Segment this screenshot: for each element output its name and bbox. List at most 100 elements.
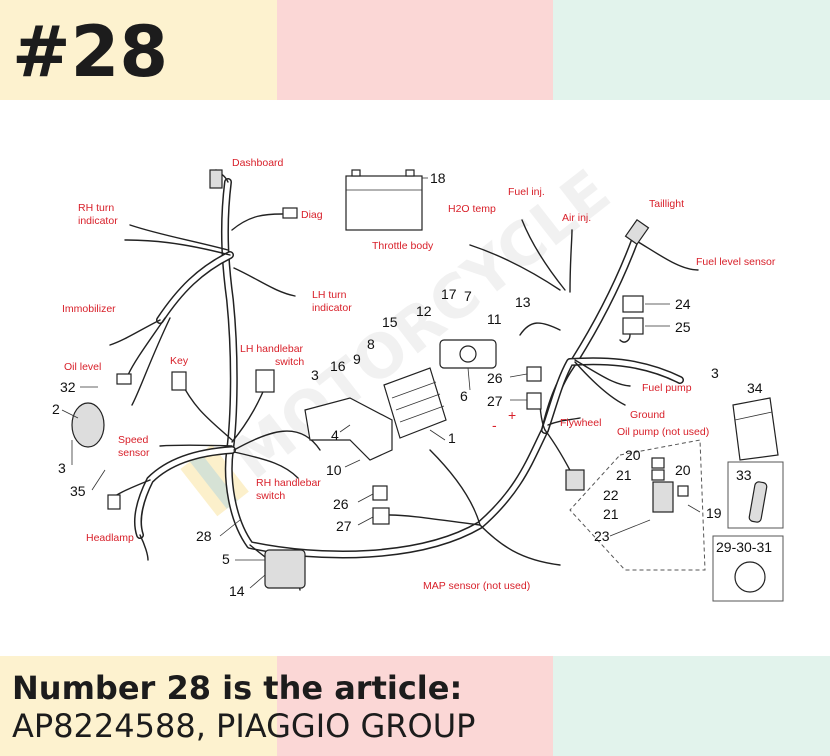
ref-21a: 21 — [616, 467, 632, 483]
ref-7: 7 — [464, 288, 472, 304]
ref-15: 15 — [382, 314, 398, 330]
oil-level-connector — [116, 373, 132, 385]
band-yellow-bottom — [0, 656, 277, 756]
label-air-inj: Air inj. — [562, 212, 591, 224]
ref-4: 4 — [331, 427, 339, 443]
diag-connector — [282, 207, 298, 219]
ref-14: 14 — [229, 583, 245, 599]
caption-article-code: AP8224588, PIAGGIO GROUP — [12, 707, 476, 745]
label-lh-handlebar-2: switch — [275, 356, 304, 368]
regulator-5 — [264, 549, 306, 589]
ref-25: 25 — [675, 319, 691, 335]
label-speed-sensor-1: Speed — [118, 434, 149, 446]
label-lh-handlebar-1: LH handlebar — [240, 343, 304, 355]
ref-8: 8 — [367, 336, 375, 352]
wiring-harness-diagram: MOTORCYCLE — [52, 157, 784, 602]
clamp-29-30-31 — [734, 561, 766, 593]
ref-2: 2 — [52, 401, 60, 417]
label-rh-handlebar-2: switch — [256, 490, 285, 502]
ref-1: 1 — [448, 430, 456, 446]
ref-17: 17 — [441, 286, 457, 302]
band-pink — [277, 0, 553, 100]
terminal-20a — [651, 457, 665, 469]
band-pink-bottom — [277, 656, 553, 756]
ref-34: 34 — [747, 380, 763, 396]
flywheel-connector — [565, 469, 585, 491]
connector-group-19 — [569, 439, 706, 571]
label-throttle-body: Throttle body — [372, 240, 434, 252]
reference-numbers: 18 24 25 3 34 32 2 3 35 28 5 14 15 12 17… — [52, 170, 772, 599]
ref-6: 6 — [460, 388, 468, 404]
leader-lines — [61, 177, 701, 589]
ref-32: 32 — [60, 379, 76, 395]
connector-22 — [652, 481, 674, 513]
label-fuel-level-sensor: Fuel level sensor — [696, 256, 776, 268]
ref-28: 28 — [196, 528, 212, 544]
fuse-26a — [526, 366, 542, 382]
ref-3c: 3 — [311, 367, 319, 383]
part-number-heading: #28 — [12, 11, 169, 93]
ref-35: 35 — [70, 483, 86, 499]
fuse-26b — [372, 485, 388, 501]
tube-33 — [748, 481, 768, 523]
headlamp-connector — [107, 494, 121, 510]
band-yellow — [0, 0, 277, 100]
caption-article-heading: Number 28 is the article: — [12, 669, 463, 707]
bracket-4 — [304, 397, 393, 461]
band-mint-bottom — [553, 656, 830, 756]
ref-24: 24 — [675, 296, 691, 312]
label-taillight: Taillight — [649, 198, 684, 210]
key-connector — [171, 371, 187, 391]
band-mint — [553, 0, 830, 100]
bottom-color-band — [0, 656, 830, 756]
label-speed-sensor-2: sensor — [118, 447, 150, 459]
ref-9: 9 — [353, 351, 361, 367]
ref-5: 5 — [222, 551, 230, 567]
label-headlamp: Headlamp — [86, 532, 134, 544]
ref-26a: 26 — [487, 370, 503, 386]
horn-2 — [71, 402, 105, 448]
bag-34 — [732, 397, 779, 461]
ref-20a: 20 — [625, 447, 641, 463]
ref-22: 22 — [603, 487, 619, 503]
label-lh-turn-1: LH turn — [312, 289, 347, 301]
ref-16: 16 — [330, 358, 346, 374]
label-plus: + — [508, 407, 516, 423]
ref-23: 23 — [594, 528, 610, 544]
label-minus: - — [492, 417, 497, 433]
ref-26b: 26 — [333, 496, 349, 512]
label-lh-turn-2: indicator — [312, 302, 352, 314]
terminal-21a — [651, 469, 665, 481]
ref-27b: 27 — [336, 518, 352, 534]
components — [71, 169, 784, 602]
label-map-sensor: MAP sensor (not used) — [423, 580, 530, 592]
ref-29-30-31: 29-30-31 — [716, 539, 772, 555]
label-fuel-inj: Fuel inj. — [508, 186, 545, 198]
label-flywheel: Flywheel — [560, 417, 601, 429]
battery-18 — [345, 169, 423, 231]
fuse-27b — [372, 507, 390, 525]
label-h2o-temp: H2O temp — [448, 203, 496, 215]
relay-25 — [622, 317, 644, 335]
ecu-1 — [383, 367, 447, 439]
fuse-27a — [526, 392, 542, 410]
ref-11: 11 — [487, 311, 502, 327]
ref-13: 13 — [515, 294, 531, 310]
top-color-band — [0, 0, 830, 100]
dashboard-connector — [209, 169, 223, 189]
label-dashboard: Dashboard — [232, 157, 284, 169]
taillight-connector — [624, 218, 650, 246]
label-oil-level: Oil level — [64, 361, 101, 373]
label-rh-handlebar-1: RH handlebar — [256, 477, 321, 489]
label-fuel-pump: Fuel pump — [642, 382, 692, 394]
label-oil-pump: Oil pump (not used) — [617, 426, 709, 438]
ref-33: 33 — [736, 467, 752, 483]
label-ground: Ground — [630, 409, 665, 421]
fuel-module-6 — [439, 339, 497, 369]
label-immobilizer: Immobilizer — [62, 303, 116, 315]
ref-18: 18 — [430, 170, 446, 186]
ref-3b: 3 — [58, 460, 66, 476]
ref-27a: 27 — [487, 393, 503, 409]
label-key: Key — [170, 355, 189, 367]
label-diag: Diag — [301, 209, 323, 221]
